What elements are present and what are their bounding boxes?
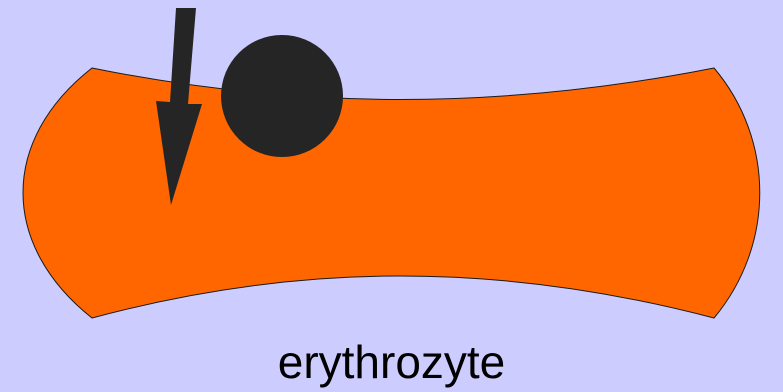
diagram-caption: erythrozyte [0, 334, 783, 390]
erythrocyte-cell-shape [23, 68, 760, 318]
particle-circle [221, 35, 343, 157]
